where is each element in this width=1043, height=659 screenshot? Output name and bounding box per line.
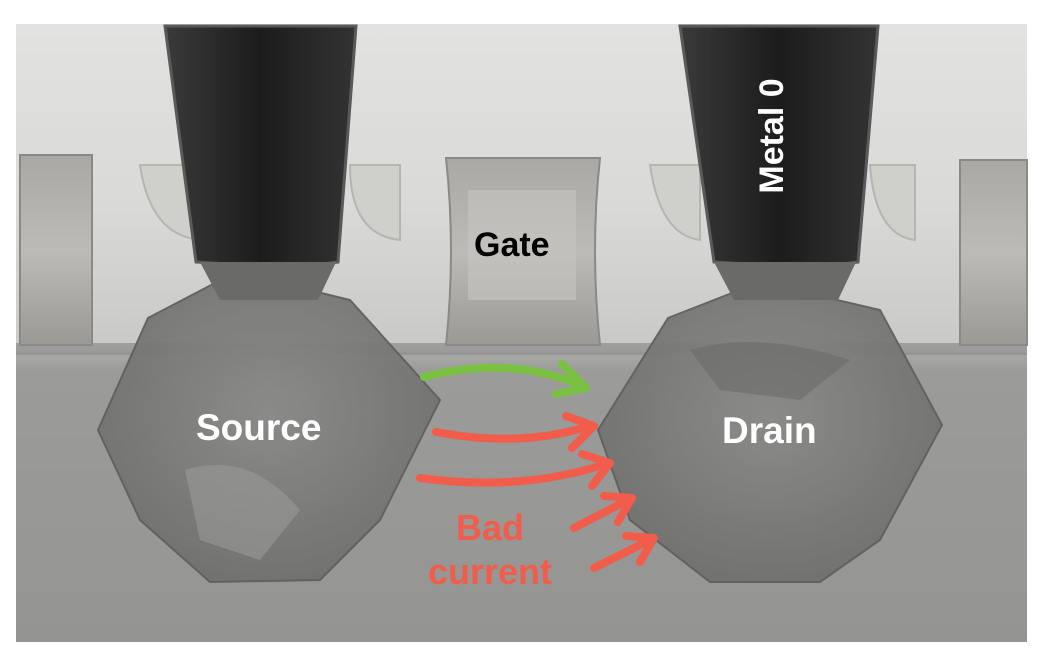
- source-label: Source: [196, 407, 322, 448]
- source-crystal-detail: [185, 465, 300, 560]
- bad-current-arrow-2: [416, 460, 610, 487]
- bad-current-arrowhead-1: [562, 412, 598, 452]
- good-current-arrowhead: [552, 360, 590, 398]
- metal-contact-right-neck: [714, 262, 856, 300]
- bad-current-arrowhead-2: [578, 450, 614, 490]
- bad-current-label-line2: current: [428, 551, 553, 592]
- drain-crystal-detail: [690, 342, 850, 400]
- gate-center-core: [468, 190, 576, 300]
- gate-left: [19, 154, 93, 346]
- metal-label: Metal 0: [752, 68, 792, 204]
- gate-label: Gate: [474, 226, 550, 264]
- spacer-left-b: [348, 164, 401, 242]
- bad-current-arrow-4: [590, 536, 654, 572]
- good-current-arrow: [420, 363, 584, 389]
- gate-right: [959, 159, 1028, 346]
- metal-contact-left: [163, 24, 358, 270]
- bad-current-arrowhead-4: [622, 532, 658, 566]
- spacer-right-a: [648, 164, 701, 242]
- bad-current-label-line1: Bad: [456, 507, 525, 548]
- spacer-right-b: [868, 164, 916, 242]
- metal-label-text: Metal 0: [753, 78, 791, 194]
- metal-contact-left-neck: [200, 262, 336, 300]
- bad-current-arrow-1: [432, 422, 594, 443]
- drain-label: Drain: [722, 410, 817, 451]
- bad-current-arrowhead-3: [600, 492, 636, 526]
- bad-current-arrow-3: [570, 496, 632, 532]
- bad-current-label: Bad current: [428, 506, 552, 594]
